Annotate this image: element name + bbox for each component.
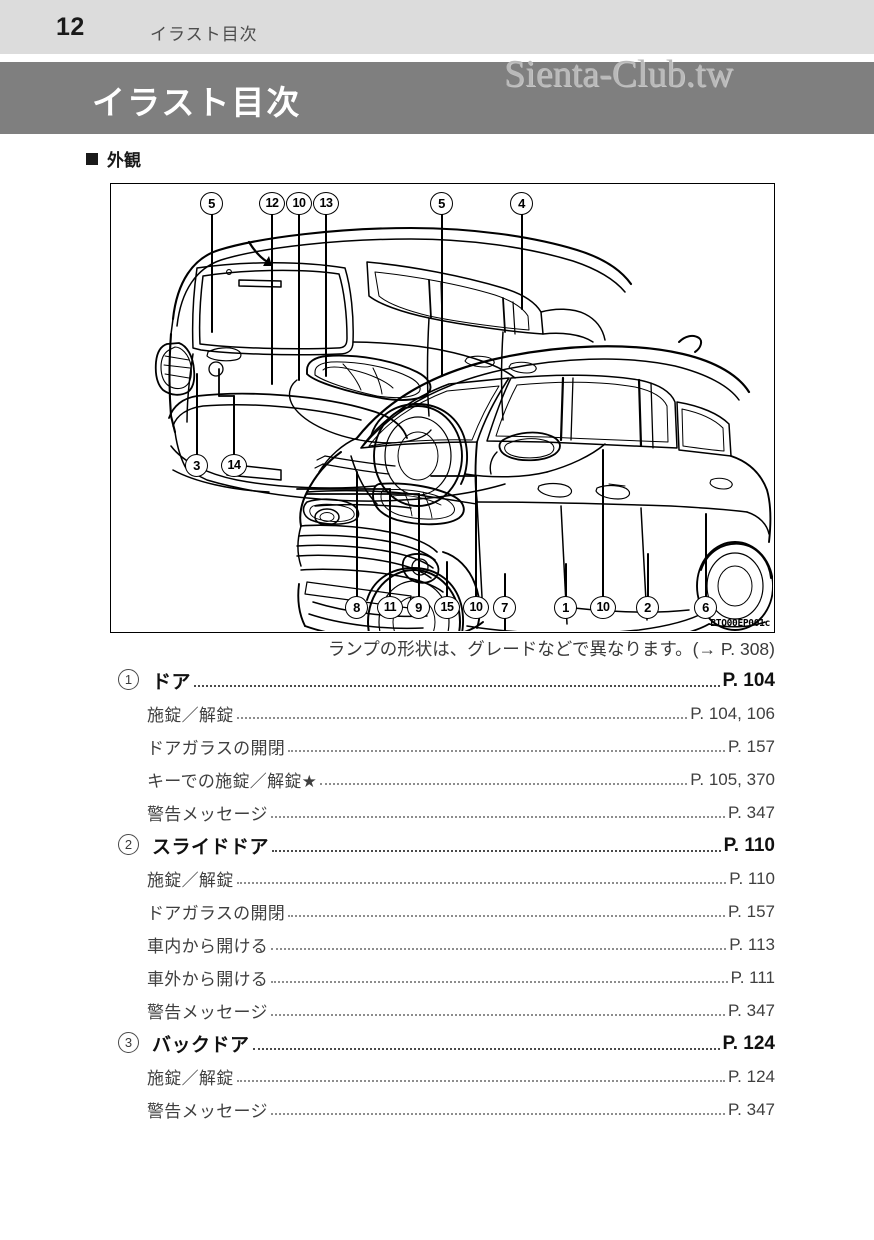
callout-6: 6 xyxy=(694,596,717,619)
callout-10-b: 10 xyxy=(463,596,489,619)
callout-9: 9 xyxy=(407,596,430,619)
vehicle-front-view xyxy=(296,334,773,631)
leader-dots xyxy=(271,980,728,983)
leader-dots xyxy=(320,782,688,785)
section-heading: 外観 xyxy=(86,146,141,171)
callout-2: 2 xyxy=(636,596,659,619)
toc-number-3: 3 xyxy=(118,1032,139,1053)
toc-subpage-open-outside: P. 111 xyxy=(730,967,775,987)
toc-entry-sub[interactable]: 警告メッセージ P. 347 xyxy=(110,1093,775,1126)
leader-dots xyxy=(236,1079,726,1082)
vehicle-illustration xyxy=(154,213,773,631)
illustration-frame: 5 12 10 13 5 4 3 14 8 11 9 15 10 7 1 10 … xyxy=(110,183,775,633)
toc-subpage-warning: P. 347 xyxy=(728,1000,775,1020)
toc-entry-sub[interactable]: ドアガラスの開閉 P. 157 xyxy=(110,895,775,928)
toc-entry-main[interactable]: 3 バックドア P. 124 xyxy=(110,1027,775,1060)
toc-sublabel-open-inside: 車内から開ける xyxy=(147,937,269,956)
toc-entry-sub[interactable]: 車外から開ける P. 111 xyxy=(110,961,775,994)
leader-dots xyxy=(270,815,726,818)
leader-dots xyxy=(271,947,727,950)
toc-page-door: P. 104 xyxy=(722,669,775,691)
toc-entry-sub[interactable]: 施錠／解錠 P. 110 xyxy=(110,862,775,895)
toc-sublabel-open-outside: 車外から開ける xyxy=(147,970,269,989)
callout-7: 7 xyxy=(493,596,516,619)
toc-subpage-open-inside: P. 113 xyxy=(729,934,775,954)
callout-10-c: 10 xyxy=(590,596,616,619)
toc-page-slide-door: P. 110 xyxy=(723,834,775,856)
leader-dots xyxy=(272,849,721,852)
page-number: 12 xyxy=(56,13,85,41)
toc-sublabel-warning: 警告メッセージ xyxy=(147,805,268,824)
toc-subpage-lock-unlock: P. 110 xyxy=(729,868,775,888)
toc-entry-sub[interactable]: 警告メッセージ P. 347 xyxy=(110,994,775,1027)
callout-10-a: 10 xyxy=(286,192,312,215)
section-heading-label: 外観 xyxy=(107,151,141,170)
figure-code: BTO00EP001c xyxy=(710,618,770,629)
toc-entry-sub[interactable]: 施錠／解錠 P. 124 xyxy=(110,1060,775,1093)
toc-number-1: 1 xyxy=(118,669,139,690)
callout-11: 11 xyxy=(377,596,403,619)
vehicle-rear-view xyxy=(154,226,633,507)
illustrated-index-list: 1 ドア P. 104 施錠／解錠 P. 104, 106 ドアガラスの開閉 P… xyxy=(110,664,775,1126)
square-bullet-icon xyxy=(86,152,98,165)
chapter-title: イラスト目次 xyxy=(92,84,302,121)
callout-12: 12 xyxy=(259,192,285,215)
toc-page-back-door: P. 124 xyxy=(722,1032,775,1054)
toc-label-back-door: バックドア xyxy=(152,1035,250,1056)
leader-dots xyxy=(236,881,727,884)
toc-sublabel-warning: 警告メッセージ xyxy=(147,1003,268,1022)
toc-subpage-lock-unlock: P. 124 xyxy=(728,1066,775,1086)
toc-entry-sub[interactable]: 警告メッセージ P. 347 xyxy=(110,796,775,829)
leader-dots xyxy=(270,1013,726,1016)
callout-5-b: 5 xyxy=(430,192,453,215)
toc-number-2: 2 xyxy=(118,834,139,855)
callout-15: 15 xyxy=(434,596,460,619)
callout-4: 4 xyxy=(510,192,533,215)
callout-1: 1 xyxy=(554,596,577,619)
toc-subpage-warning: P. 347 xyxy=(728,802,775,822)
toc-sublabel-lock-unlock: 施錠／解錠 xyxy=(147,871,234,890)
callout-8: 8 xyxy=(345,596,368,619)
toc-subpage-lock-unlock: P. 104, 106 xyxy=(690,703,775,723)
toc-sublabel-lock-unlock: 施錠／解錠 xyxy=(147,1069,234,1088)
toc-entry-main[interactable]: 1 ドア P. 104 xyxy=(110,664,775,697)
toc-sublabel-window: ドアガラスの開閉 xyxy=(147,904,286,923)
toc-subpage-window: P. 157 xyxy=(728,901,775,921)
callout-13: 13 xyxy=(313,192,339,215)
leader-lines xyxy=(196,213,707,631)
leader-dots xyxy=(252,1047,720,1050)
leader-dots xyxy=(288,749,726,752)
leader-dots xyxy=(270,1112,726,1115)
toc-subpage-key-lock: P. 105, 370 xyxy=(690,769,775,789)
callout-3: 3 xyxy=(185,454,208,477)
chapter-title-bar: イラスト目次 xyxy=(0,62,874,134)
toc-sublabel-warning: 警告メッセージ xyxy=(147,1102,268,1121)
toc-entry-sub[interactable]: キーでの施錠／解錠★ P. 105, 370 xyxy=(110,763,775,796)
toc-label-door: ドア xyxy=(152,672,192,693)
toc-entry-main[interactable]: 2 スライドドア P. 110 xyxy=(110,829,775,862)
leader-dots xyxy=(288,914,726,917)
toc-label-slide-door: スライドドア xyxy=(152,837,270,858)
toc-subpage-window: P. 157 xyxy=(728,736,775,756)
toc-sublabel-window: ドアガラスの開閉 xyxy=(147,739,286,758)
toc-subpage-warning: P. 347 xyxy=(728,1099,775,1119)
callout-14: 14 xyxy=(221,454,247,477)
toc-sublabel-lock-unlock: 施錠／解錠 xyxy=(147,706,234,725)
toc-sublabel-key-lock: キーでの施錠／解錠★ xyxy=(147,772,318,791)
leader-dots xyxy=(194,684,720,687)
running-header: 12 イラスト目次 xyxy=(0,0,874,54)
toc-entry-sub[interactable]: 車内から開ける P. 113 xyxy=(110,928,775,961)
header-chapter-label: イラスト目次 xyxy=(150,25,258,44)
leader-dots xyxy=(236,716,688,719)
toc-entry-sub[interactable]: 施錠／解錠 P. 104, 106 xyxy=(110,697,775,730)
toc-entry-sub[interactable]: ドアガラスの開閉 P. 157 xyxy=(110,730,775,763)
callout-5-a: 5 xyxy=(200,192,223,215)
figure-caption: ランプの形状は、グレードなどで異なります。(→ P. 308) xyxy=(327,639,775,659)
